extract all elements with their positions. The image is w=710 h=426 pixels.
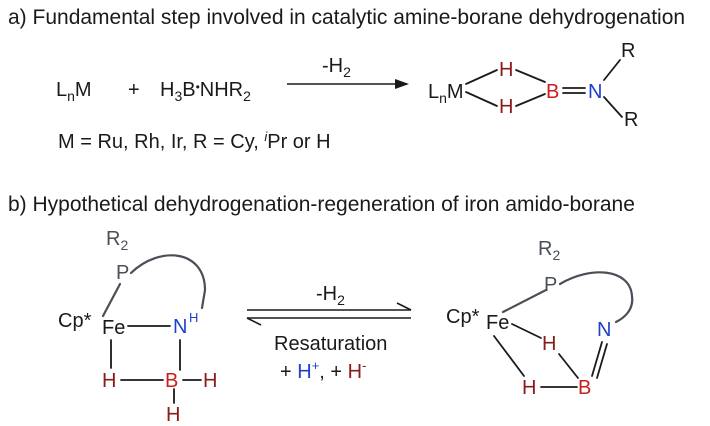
reaction-arrow-a-head	[395, 79, 409, 89]
left-terminal-hydride-right: H	[203, 370, 217, 392]
plus-sign: +	[128, 79, 140, 101]
product-metal-complex: LnM	[428, 81, 464, 106]
left-cp-star: Cp*	[58, 310, 92, 332]
left-bond-p-fe	[101, 282, 122, 318]
forward-arrow-label: -H2	[316, 283, 345, 308]
bond-m-h-bottom	[465, 91, 498, 107]
reverse-arrow-label: Resaturation	[274, 333, 387, 355]
left-iron-atom: Fe	[102, 317, 125, 339]
metal-conditions: M = Ru, Rh, Ir, R = Cy, iPr or H	[58, 129, 331, 153]
bond-m-h-top	[465, 69, 498, 85]
left-nitrogen-hydrogen: H	[189, 310, 198, 325]
section-a-title: a) Fundamental step involved in catalyti…	[8, 6, 685, 29]
right-bridging-hydride-b: H	[522, 377, 536, 399]
right-cp-star: Cp*	[446, 306, 480, 328]
left-bridging-hydride: H	[102, 370, 116, 392]
regeneration-reagents: + H+, + H-	[280, 358, 366, 383]
bond-n-r-top	[603, 59, 621, 81]
left-terminal-hydride-bottom: H	[166, 404, 180, 426]
arrow-label-dehydrogenation: -H2	[322, 55, 351, 80]
left-boron-atom: B	[165, 370, 178, 392]
right-bond-p-fe	[501, 288, 548, 314]
right-p-n-linker	[558, 271, 634, 324]
bond-n-r-bottom	[603, 96, 623, 118]
left-r2-substituent: R2	[106, 228, 128, 253]
right-r2-substituent: R2	[538, 238, 560, 263]
left-phosphorus-atom: P	[116, 262, 129, 284]
reverse-arrow-head	[246, 317, 262, 326]
right-double-bond-b-n-2	[596, 343, 608, 379]
right-bond-fe-h-lower	[493, 335, 525, 377]
right-boron-atom: B	[578, 377, 591, 399]
bridging-hydride-bottom: H	[499, 96, 513, 118]
right-phosphorus-atom: P	[544, 274, 557, 296]
bridging-hydride-top: H	[499, 59, 513, 81]
bond-h-b-bottom	[515, 93, 546, 107]
amine-borane: H3B•NHR2	[160, 79, 251, 104]
left-p-n-linker	[129, 254, 207, 310]
bond-h-b-top	[515, 69, 546, 83]
right-bridging-hydride-fe: H	[542, 333, 556, 355]
nitrogen-atom-a: N	[588, 81, 602, 103]
right-nitrogen-atom: N	[597, 319, 611, 341]
reactant-metal-complex: LnM	[56, 79, 92, 104]
right-bond-h-b-upper	[558, 353, 579, 379]
right-double-bond-b-n-1	[591, 341, 603, 377]
right-bond-fe-h	[511, 323, 542, 339]
right-iron-atom: Fe	[486, 312, 509, 334]
boron-atom-a: B	[546, 81, 559, 103]
left-nitrogen-atom: N	[173, 316, 187, 338]
section-b-title: b) Hypothetical dehydrogenation-regenera…	[8, 193, 635, 216]
substituent-r-bottom: R	[624, 109, 638, 131]
substituent-r-top: R	[621, 40, 635, 62]
forward-arrow-head	[396, 302, 412, 311]
